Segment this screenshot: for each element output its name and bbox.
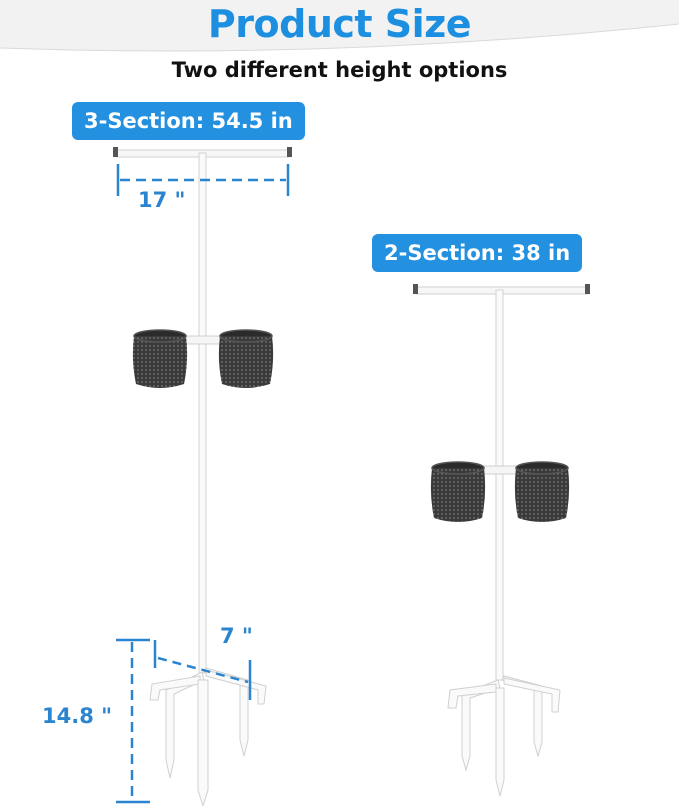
page-subtitle: Two different height options xyxy=(171,58,508,82)
three-section-height-badge: 3-Section: 54.5 in xyxy=(72,102,305,140)
page-title: Product Size xyxy=(207,2,472,46)
basket-left-2 xyxy=(430,461,486,522)
basket-left-3 xyxy=(132,329,188,388)
two-section-stand xyxy=(413,284,590,797)
stake-height-dimension-label: 14.8 " xyxy=(42,704,113,728)
header-background xyxy=(0,0,679,52)
basket-right-3 xyxy=(218,329,274,388)
three-section-stand xyxy=(113,147,292,806)
width-dimension-label: 17 " xyxy=(138,188,186,212)
base-spread-dimension-line xyxy=(153,640,252,700)
two-section-height-badge: 2-Section: 38 in xyxy=(372,234,583,272)
basket-right-2 xyxy=(514,461,570,522)
width-dimension-line xyxy=(116,164,290,196)
base-spread-dimension-label: 7 " xyxy=(220,624,253,648)
stake-height-dimension-line xyxy=(116,638,150,804)
